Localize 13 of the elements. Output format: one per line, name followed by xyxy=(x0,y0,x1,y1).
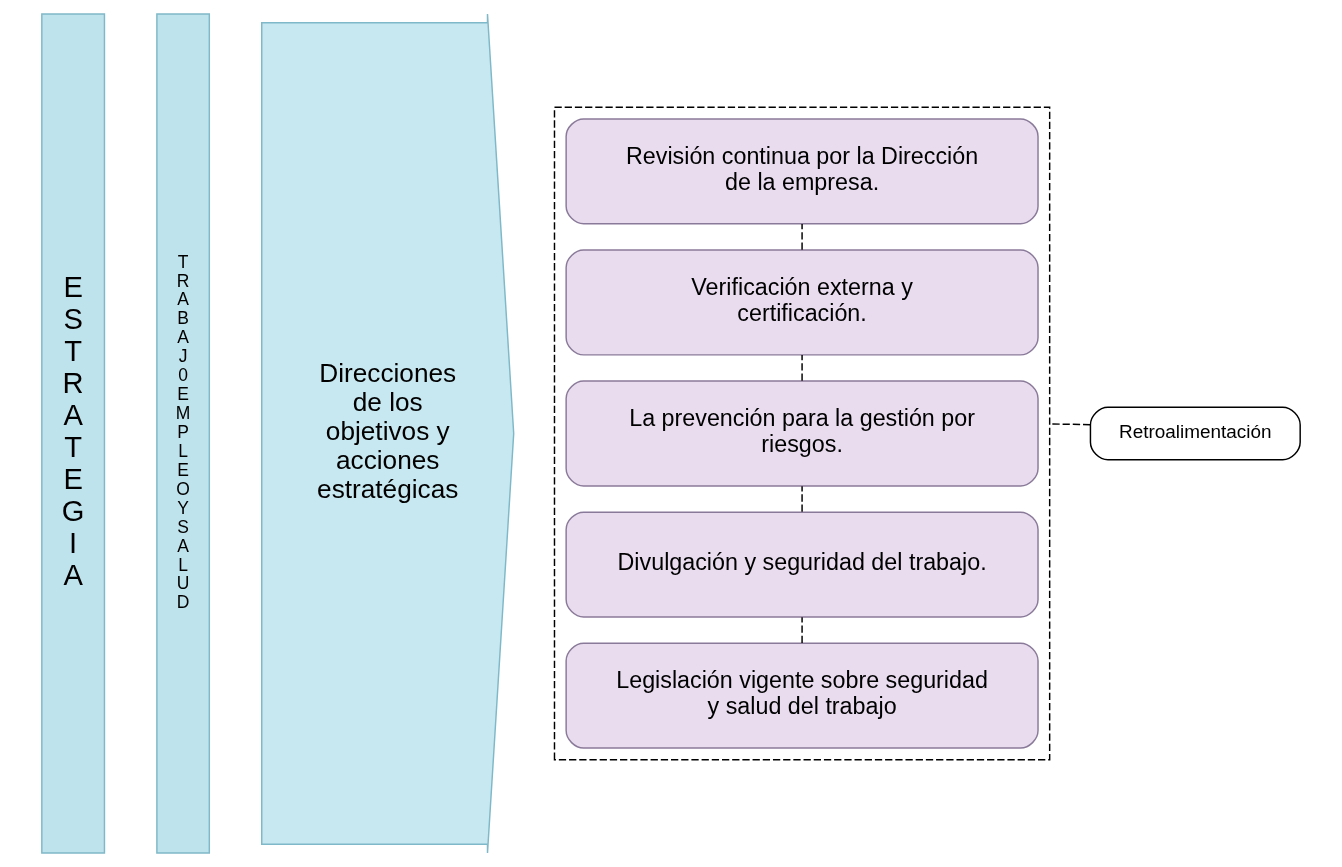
connector xyxy=(801,485,803,513)
node-box: La prevención para la gestión por riesgos. xyxy=(565,380,1039,487)
cluster xyxy=(553,106,1051,761)
node-box: Retroalimentación xyxy=(1089,406,1301,461)
connector xyxy=(801,223,803,251)
connector xyxy=(801,354,803,382)
node-box: T R A B A J 0 E M P L E O Y S A L U D xyxy=(156,13,211,854)
node-box: Verificación externa y certificación. xyxy=(565,249,1039,356)
node-box: Revisión continua por la Dirección de la empresa. xyxy=(565,118,1039,225)
connector xyxy=(801,616,803,644)
node-box: E S T R A T E G I A xyxy=(41,13,106,854)
node-box: Legislación vigente sobre seguridad y salud del trabajo xyxy=(565,642,1039,749)
node-box: Divulgación y seguridad del trabajo. xyxy=(565,511,1039,618)
